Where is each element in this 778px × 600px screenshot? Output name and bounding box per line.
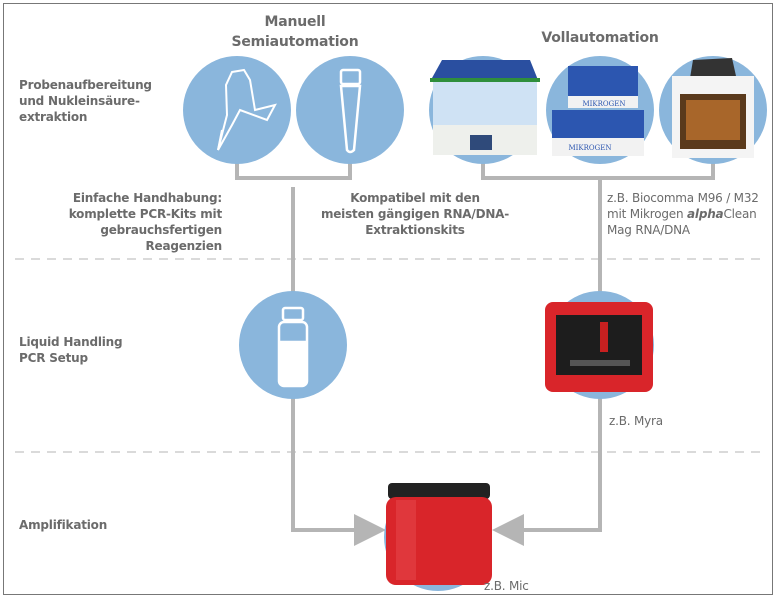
note-compatible-line2: meisten gängigen RNA/DNA- bbox=[320, 207, 510, 221]
note-biocomma-line1: z.B. Biocomma M96 / M32 bbox=[607, 191, 759, 205]
kit-boxes-image bbox=[552, 66, 644, 156]
vial-icon bbox=[277, 306, 309, 388]
note-biocomma-line2: mit Mikrogen alphaClean bbox=[607, 206, 777, 222]
row2-line1: Liquid Handling bbox=[19, 335, 123, 349]
note-compatible: Kompatibel mit den meisten gängigen RNA/… bbox=[320, 190, 510, 238]
note-easy-line3: gebrauchsfertigen Reagenzien bbox=[100, 223, 222, 253]
biocomma-instrument-image bbox=[430, 60, 540, 155]
pipette-hand-icon bbox=[217, 68, 277, 151]
kit-brand-label: MIKROGEN bbox=[583, 100, 626, 108]
note-biocomma-pre: mit Mikrogen bbox=[607, 207, 688, 221]
row-label-liquid-handling: Liquid Handling PCR Setup bbox=[19, 334, 123, 366]
note-easy-line1: Einfache Handhabung: bbox=[72, 191, 222, 205]
header-manual-line1: Manuell bbox=[264, 14, 326, 30]
frame-border bbox=[3, 3, 773, 595]
note-mic: z.B. Mic bbox=[484, 579, 529, 593]
header-full-automation: Vollautomation bbox=[541, 30, 659, 46]
note-myra: z.B. Myra bbox=[609, 414, 663, 428]
tube-circle bbox=[296, 56, 404, 164]
row-label-extraction: Probenaufbereitung und Nukleinsäure- ext… bbox=[19, 77, 152, 125]
row1-line2: und Nukleinsäure- bbox=[19, 94, 140, 108]
myra-instrument-image bbox=[545, 302, 653, 392]
header-manual: Manuell Semiautomation bbox=[220, 12, 370, 52]
connector-myra-to-mic bbox=[492, 395, 602, 546]
m32-instrument-image bbox=[672, 58, 754, 158]
note-compatible-line3: Extraktionskits bbox=[365, 223, 465, 237]
header-manual-line2: Semiautomation bbox=[231, 34, 359, 50]
note-biocomma-post: Clean bbox=[723, 207, 757, 221]
note-biocomma: z.B. Biocomma M96 / M32 mit Mikrogen alp… bbox=[607, 190, 777, 238]
note-compatible-line1: Kompatibel mit den bbox=[350, 191, 480, 205]
note-easy-line2: komplette PCR-Kits mit bbox=[68, 207, 222, 221]
mic-instrument-image bbox=[386, 483, 492, 585]
kit-brand-label-2: MIKROGEN bbox=[569, 144, 612, 152]
note-biocomma-alpha: alpha bbox=[687, 207, 724, 221]
note-biocomma-line3: Mag RNA/DNA bbox=[607, 223, 690, 237]
row2-line2: PCR Setup bbox=[19, 351, 88, 365]
tube-icon bbox=[339, 68, 362, 154]
note-easy-handling: Einfache Handhabung: komplette PCR-Kits … bbox=[20, 190, 222, 254]
row-label-amplification: Amplifikation bbox=[19, 518, 108, 532]
connector-vial-to-mic bbox=[291, 395, 386, 546]
pipette-circle bbox=[183, 56, 291, 164]
row1-line1: Probenaufbereitung bbox=[19, 78, 152, 92]
row1-line3: extraktion bbox=[19, 110, 88, 124]
